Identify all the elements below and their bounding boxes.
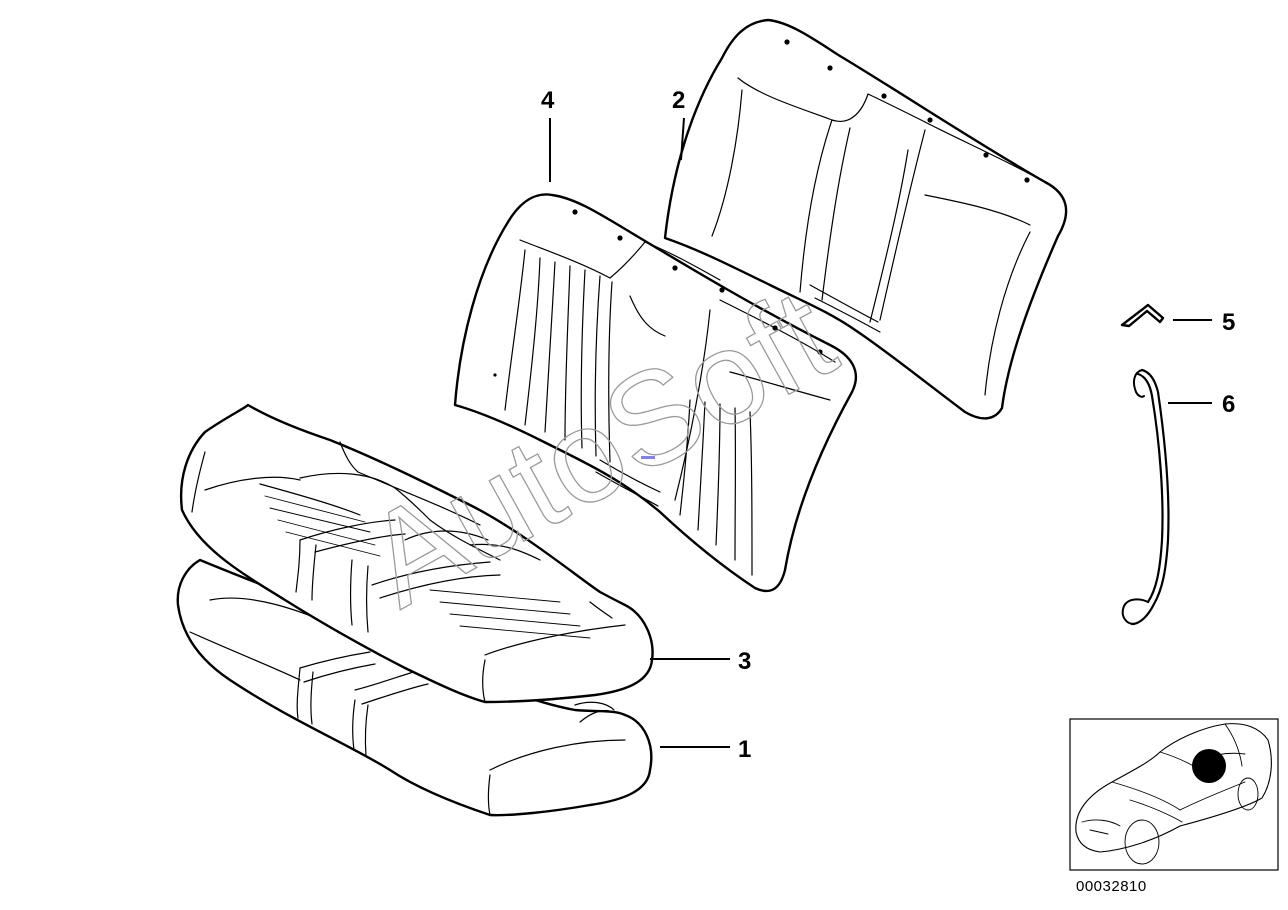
part-5-clip: [1120, 303, 1165, 328]
part-6-wire-frame: [1121, 368, 1170, 626]
location-marker: [1192, 749, 1226, 783]
center-marker: [641, 456, 655, 459]
callout-5: 5: [1222, 309, 1235, 336]
callout-4: 4: [541, 87, 555, 114]
document-number: 00032810: [1076, 878, 1147, 895]
leader-2: [680, 117, 685, 161]
part-3-seat-cover: [180, 403, 654, 704]
callout-6: 6: [1222, 391, 1235, 418]
callout-3: 3: [738, 648, 751, 675]
part-2-backrest-cover-rear: [663, 18, 1068, 420]
callout-numbers: 1 2 3 4 5 6: [541, 87, 1235, 763]
leader-lines: [549, 117, 1212, 748]
callout-2: 2: [672, 87, 685, 114]
location-inset: [1069, 718, 1279, 871]
part-4-backrest-cover-front: [453, 193, 857, 593]
inset-frame: [1069, 718, 1279, 871]
callout-1: 1: [738, 736, 751, 763]
